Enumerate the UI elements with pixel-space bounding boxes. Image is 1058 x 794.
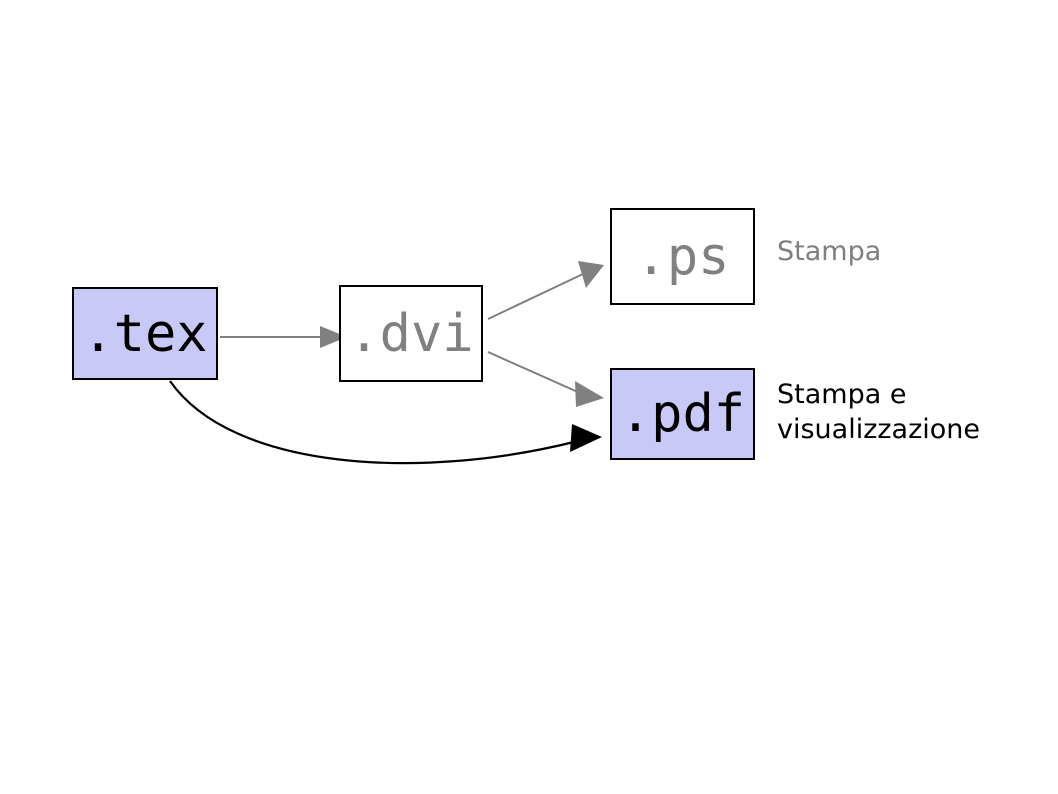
caption-pdf: Stampa e visualizzazione — [777, 379, 981, 445]
node-tex-label: .tex — [82, 303, 208, 364]
node-pdf-label: .pdf — [619, 384, 746, 444]
edge-tex-to-dvi — [220, 326, 347, 348]
edge-dvi-to-ps — [487, 261, 604, 320]
node-dvi[interactable]: .dvi — [339, 285, 483, 382]
edge-tex-to-pdf — [169, 380, 602, 465]
node-pdf[interactable]: .pdf — [610, 368, 755, 460]
node-dvi-label: .dvi — [348, 303, 474, 364]
caption-ps: Stampa — [777, 236, 882, 267]
edge-dvi-to-pdf — [487, 351, 604, 407]
node-ps[interactable]: .ps — [610, 208, 755, 305]
node-tex[interactable]: .tex — [72, 287, 218, 380]
node-ps-label: .ps — [635, 226, 730, 287]
